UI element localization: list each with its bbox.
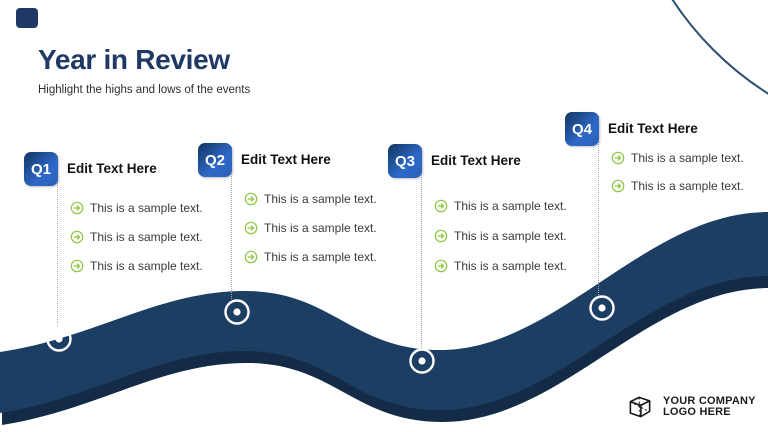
bullet-text: This is a sample text.	[631, 179, 744, 193]
arrow-right-circle-icon	[611, 151, 625, 165]
bullet-item: This is a sample text.	[244, 184, 377, 213]
bullet-item: This is a sample text.	[244, 213, 377, 242]
bullet-text: This is a sample text.	[454, 229, 567, 243]
bullet-text: This is a sample text.	[264, 249, 377, 264]
bullet-text: This is a sample text.	[264, 191, 377, 206]
bullet-text: This is a sample text.	[90, 200, 203, 215]
timeline-node-q2	[224, 299, 250, 325]
bullet-list: This is a sample text. This is a sample …	[434, 191, 567, 281]
cube-icon	[629, 396, 651, 418]
logo-line-2: LOGO HERE	[663, 406, 731, 418]
bullet-item: This is a sample text.	[434, 221, 567, 251]
bullet-item: This is a sample text.	[70, 251, 203, 280]
company-logo: YOUR COMPANY LOGO HERE	[626, 393, 756, 421]
connector-dotted-line	[421, 148, 422, 348]
timeline-node-q1	[46, 326, 72, 352]
timeline-node-q4	[589, 295, 615, 321]
connector-dotted-line	[57, 156, 58, 326]
arrow-right-circle-icon	[434, 229, 448, 243]
bullet-text: This is a sample text.	[90, 258, 203, 273]
arrow-right-circle-icon	[244, 250, 258, 264]
connector-dotted-line	[231, 147, 232, 299]
wave-ribbon	[0, 212, 768, 413]
bullet-list: This is a sample text. This is a sample …	[244, 184, 377, 271]
quarter-heading: Edit Text Here	[241, 152, 331, 167]
bullet-text: This is a sample text.	[454, 259, 567, 273]
connector-dotted-line	[598, 116, 599, 295]
quarter-heading: Edit Text Here	[608, 121, 698, 136]
bullet-text: This is a sample text.	[264, 220, 377, 235]
logo-text: YOUR COMPANY LOGO HERE	[663, 394, 756, 419]
bullet-item: This is a sample text.	[611, 144, 744, 172]
arrow-right-circle-icon	[244, 192, 258, 206]
bullet-item: This is a sample text.	[70, 222, 203, 251]
quarter-badge-q1: Q1	[24, 152, 58, 186]
bullet-item: This is a sample text.	[611, 172, 744, 200]
arrow-right-circle-icon	[611, 179, 625, 193]
quarter-heading: Edit Text Here	[431, 153, 521, 168]
arrow-right-circle-icon	[434, 199, 448, 213]
arrow-right-circle-icon	[70, 259, 84, 273]
arrow-right-circle-icon	[244, 221, 258, 235]
quarter-badge-q4: Q4	[565, 112, 599, 146]
page-title: Year in Review	[38, 44, 230, 75]
quarter-badge-q3: Q3	[388, 144, 422, 178]
bullet-item: This is a sample text.	[434, 191, 567, 221]
timeline-node-q3	[409, 348, 435, 374]
page-subtitle: Highlight the highs and lows of the even…	[38, 84, 251, 96]
arrow-right-circle-icon	[70, 230, 84, 244]
bullet-text: This is a sample text.	[90, 229, 203, 244]
title-block: Year in Review Highlight the highs and l…	[38, 44, 250, 96]
bullet-list: This is a sample text. This is a sample …	[70, 193, 203, 280]
bullet-item: This is a sample text.	[244, 242, 377, 271]
quarter-badge-q2: Q2	[198, 143, 232, 177]
corner-accent-square	[16, 8, 38, 28]
bullet-list: This is a sample text. This is a sample …	[611, 144, 744, 200]
quarter-heading: Edit Text Here	[67, 161, 157, 176]
logo-line-1: YOUR COMPANY	[663, 394, 756, 407]
bullet-text: This is a sample text.	[631, 151, 744, 165]
bullet-item: This is a sample text.	[70, 193, 203, 222]
arrow-right-circle-icon	[70, 201, 84, 215]
bullet-item: This is a sample text.	[434, 251, 567, 281]
arrow-right-circle-icon	[434, 259, 448, 273]
bullet-text: This is a sample text.	[454, 199, 567, 213]
